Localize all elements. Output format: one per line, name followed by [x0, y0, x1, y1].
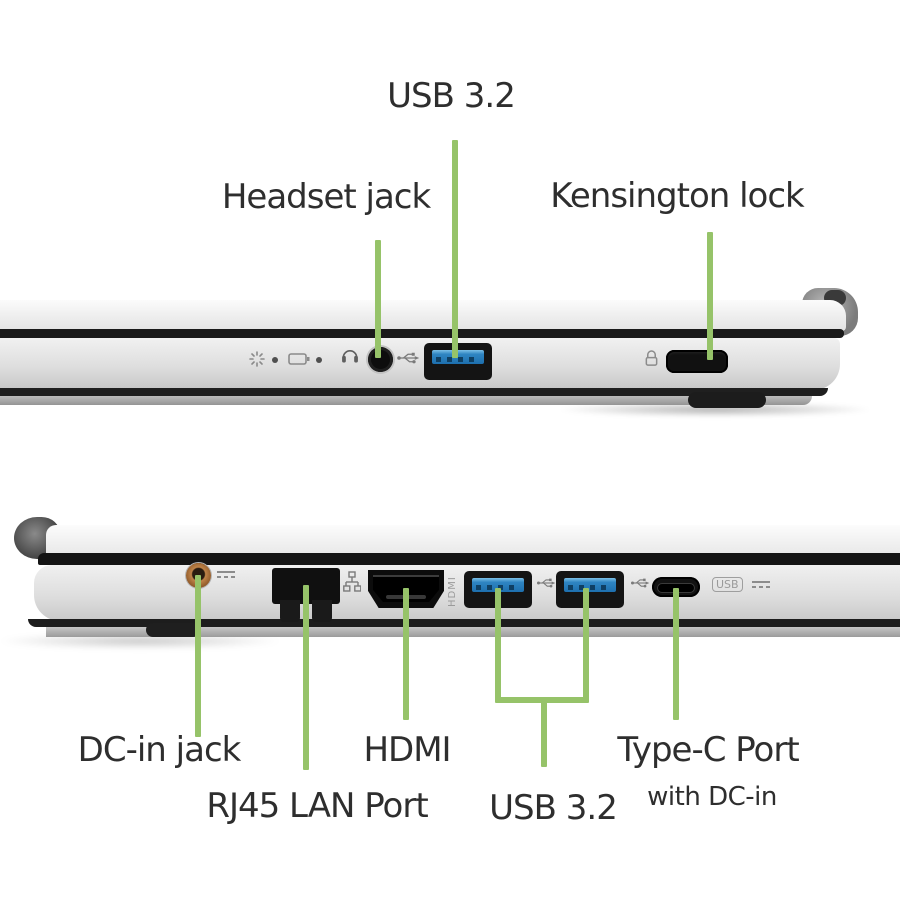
laptop-shadow [560, 402, 870, 417]
laptop-shadow [0, 633, 280, 649]
rj45-tab [280, 600, 300, 622]
laptop-underside [46, 627, 900, 637]
laptop-bottom-edge [0, 388, 828, 396]
kensington-lock-icon [645, 350, 658, 366]
usb-pins [436, 357, 480, 362]
laptop-bottom-edge [28, 619, 900, 627]
laptop-lid-edge [46, 525, 900, 554]
label-typec-subtext: with DC-in [647, 782, 777, 812]
laptop-underside [0, 396, 812, 405]
usb-a-port-top [424, 343, 492, 380]
laptop-rubber-foot [146, 623, 200, 637]
usb-pd-logo: USB [712, 577, 743, 592]
label-usb32-top: USB 3.2 [387, 76, 516, 116]
laptop-left-side-view: HDMI [0, 515, 900, 655]
callout-line-kensington [707, 232, 713, 360]
laptop-rubber-foot [688, 392, 766, 408]
callout-stem-usb [541, 698, 547, 767]
label-rj45-lan-port: RJ45 LAN Port [206, 786, 428, 826]
usb-pins [568, 585, 612, 590]
battery-indicator-icon [288, 353, 310, 365]
laptop-lid-gap [0, 329, 844, 338]
rj45-tab [312, 600, 332, 622]
dc-power-icon [752, 581, 770, 588]
usb-icon [397, 352, 420, 364]
laptop-lid-edge [0, 300, 846, 331]
usb-pins [476, 585, 520, 590]
label-kensington-lock: Kensington lock [550, 176, 804, 216]
dc-power-icon [217, 571, 235, 578]
headset-icon [342, 350, 358, 363]
label-usb32-bottom: USB 3.2 [489, 788, 618, 828]
callout-line-hdmi [403, 588, 409, 720]
usb-icon [537, 578, 556, 588]
callout-line-usb32-top [452, 140, 458, 358]
label-typec-port: Type-C Port [617, 730, 799, 770]
kensington-lock-slot [666, 350, 728, 373]
laptop-lid-gap [38, 553, 900, 565]
label-headset-jack: Headset jack [221, 177, 431, 217]
callout-line-usb1 [495, 588, 501, 702]
battery-led-dot [316, 357, 322, 363]
hdmi-etched-marking: HDMI [447, 576, 458, 607]
lan-icon [343, 571, 361, 592]
callout-line-typec [673, 588, 679, 720]
label-hdmi: HDMI [363, 730, 451, 770]
callout-line-rj45 [303, 585, 309, 770]
power-indicator-icon [249, 351, 265, 367]
laptop-right-side-view [0, 288, 900, 426]
callout-line-dcin [195, 575, 201, 737]
label-dcin-jack: DC-in jack [77, 730, 242, 770]
callout-line-usb2 [583, 588, 589, 702]
usb-a-port-2 [556, 571, 624, 608]
usb-icon [631, 578, 650, 588]
callout-line-headset [375, 240, 381, 358]
power-led-dot [272, 357, 278, 363]
